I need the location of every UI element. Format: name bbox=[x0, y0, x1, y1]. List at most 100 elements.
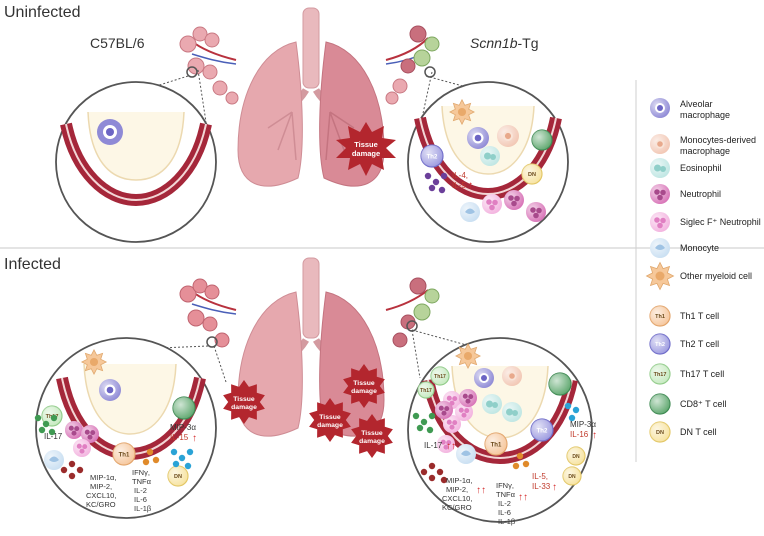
chemokine-label: KC/GRO bbox=[442, 503, 472, 512]
eosinophil-icon bbox=[480, 146, 500, 166]
legend-label: Other myeloid cell bbox=[680, 271, 752, 281]
up-arrow-icon: ↑↑ bbox=[446, 441, 456, 452]
cytokine-dots bbox=[142, 448, 160, 466]
t-cell-tag: Th2 bbox=[427, 154, 438, 160]
t-cell-tag: Th1 bbox=[655, 314, 665, 320]
alveolar-macrophage-icon bbox=[650, 98, 670, 118]
legend-label: Th2 T cell bbox=[680, 339, 719, 349]
tissue-damage-label: damage bbox=[231, 404, 257, 411]
t-cell-tag: DN bbox=[568, 474, 576, 480]
lung-infected bbox=[179, 257, 440, 437]
t-cell-tag: Th2 bbox=[655, 342, 665, 348]
legend-label: DN T cell bbox=[680, 427, 717, 437]
tissue-damage-label: Tissue bbox=[353, 380, 375, 387]
alveolar-macrophage-cell bbox=[97, 119, 123, 145]
t-cell-tag: Th1 bbox=[119, 452, 130, 458]
tissue-damage-label: Tissue bbox=[319, 414, 341, 421]
neutrophil-icon bbox=[526, 202, 546, 222]
th1-cytokine-label: TNFα bbox=[496, 490, 516, 499]
th1-cytokine-label: IFNγ, bbox=[132, 468, 150, 477]
th1-cytokine-label: IL-6 bbox=[134, 495, 147, 504]
strain-label-wt: C57BL/6 bbox=[90, 35, 145, 51]
th17-t-cell-icon: Th17 bbox=[649, 363, 671, 385]
up-arrow-icon: ↑ bbox=[592, 430, 597, 441]
tissue-damage-upper: Tissue damage bbox=[336, 122, 396, 176]
tissue-damage-label: damage bbox=[359, 438, 385, 445]
chemokine-label: MIP-2, bbox=[90, 482, 112, 491]
cytokine-dots bbox=[170, 448, 194, 470]
siglec-f-neutrophil-icon bbox=[437, 435, 455, 453]
cytokine-dots bbox=[412, 412, 436, 434]
cytokine-dots bbox=[564, 402, 580, 422]
neutrophil-icon bbox=[435, 401, 453, 419]
dn-t-cell-icon: DN bbox=[167, 465, 189, 487]
chemokine-label: CXCL10, bbox=[442, 494, 472, 503]
alveolar-macrophage-icon bbox=[474, 368, 494, 388]
lung-uninfected bbox=[179, 7, 440, 187]
legend-label: Th17 T cell bbox=[680, 369, 724, 379]
th1-cytokine-label: IL-2 bbox=[134, 486, 147, 495]
legend-item: Eosinophil bbox=[650, 158, 722, 178]
tissue-damage-label: Tissue bbox=[361, 430, 383, 437]
other-myeloid-cell-icon bbox=[449, 98, 475, 126]
t-cell-tag: DN bbox=[656, 430, 664, 436]
cytokine-il17: IL-17 bbox=[44, 432, 63, 441]
cytokine-labels: IL-4, IL-5 ↑ IL-17 MIP-1α, MIP-2, CXCL10… bbox=[44, 171, 597, 526]
siglec-f-neutrophil-icon bbox=[73, 439, 91, 457]
alveolar-macrophage-icon bbox=[467, 127, 489, 149]
legend-item: CD8⁺ T cell bbox=[649, 393, 726, 415]
tissue-damage-label: damage bbox=[352, 149, 380, 158]
other-myeloid-cell-icon bbox=[455, 343, 481, 369]
chemokine-label: MIP-2, bbox=[446, 485, 468, 494]
up-arrow-icon: ↑ bbox=[468, 180, 473, 191]
legend-label: Neutrophil bbox=[680, 189, 721, 199]
cd8-t-cell-icon bbox=[548, 372, 572, 396]
t-cell-tag: DN bbox=[528, 172, 536, 178]
strain-label-tg: Scnn1b-Tg bbox=[470, 35, 538, 51]
legend-item: Th2 Th2 T cell bbox=[649, 333, 719, 355]
legend-label: Alveolar bbox=[680, 99, 713, 109]
other-myeloid-cell-icon bbox=[645, 261, 675, 291]
neutrophil-icon bbox=[650, 184, 670, 204]
cd8-t-cell-icon bbox=[172, 396, 196, 420]
alveoli-cluster-right bbox=[385, 25, 440, 105]
cytokine-dots bbox=[60, 460, 84, 480]
th1-t-cell-icon: Th1 bbox=[484, 432, 508, 456]
monocyte-icon bbox=[456, 444, 476, 464]
monocyte-derived-macrophage-icon bbox=[497, 125, 519, 147]
chemokine-label: MIP-1α, bbox=[446, 476, 472, 485]
chemokine-label: MIP-1α, bbox=[90, 473, 116, 482]
cytokine-dots bbox=[424, 172, 448, 194]
up-arrow-icon: ↑↑ bbox=[518, 492, 528, 503]
t-cell-tag: Th17 bbox=[434, 374, 446, 380]
th1-cytokine-label: IL-2 bbox=[498, 499, 511, 508]
cells-layer: Th2DNTh17Th1DNTh17Th17Th2Th1DNDN bbox=[34, 98, 586, 487]
cytokine-il33: IL-33 bbox=[532, 482, 551, 491]
t-cell-tag: Th17 bbox=[420, 388, 432, 394]
siglec-f-neutrophil-icon bbox=[482, 194, 502, 214]
legend-label: Siglec F⁺ Neutrophil bbox=[680, 217, 761, 227]
th2-t-cell-icon: Th2 bbox=[530, 418, 554, 442]
t-cell-tag: Th2 bbox=[537, 428, 548, 434]
cytokine-mip3a: MIP-3α bbox=[570, 420, 596, 429]
cytokine-dots bbox=[420, 462, 448, 484]
cytokine-il5: IL-5, bbox=[532, 472, 548, 481]
alveolar-macrophage-icon bbox=[99, 379, 121, 401]
neutrophil-icon bbox=[65, 421, 83, 439]
alveoli-cluster-left bbox=[179, 26, 239, 105]
t-cell-tag: DN bbox=[174, 474, 182, 480]
cytokine-dots bbox=[34, 414, 58, 436]
legend-label: Th1 T cell bbox=[680, 311, 719, 321]
eosinophil-icon bbox=[482, 394, 502, 414]
dn-t-cell-icon: DN bbox=[566, 446, 586, 466]
legend-item: DN DN T cell bbox=[649, 421, 717, 443]
legend-label: Monocyte bbox=[680, 243, 719, 253]
legend-item: Monocyte bbox=[650, 238, 719, 258]
siglec-f-neutrophil-icon bbox=[455, 403, 473, 421]
legend-item: Th1 Th1 T cell bbox=[649, 305, 719, 327]
